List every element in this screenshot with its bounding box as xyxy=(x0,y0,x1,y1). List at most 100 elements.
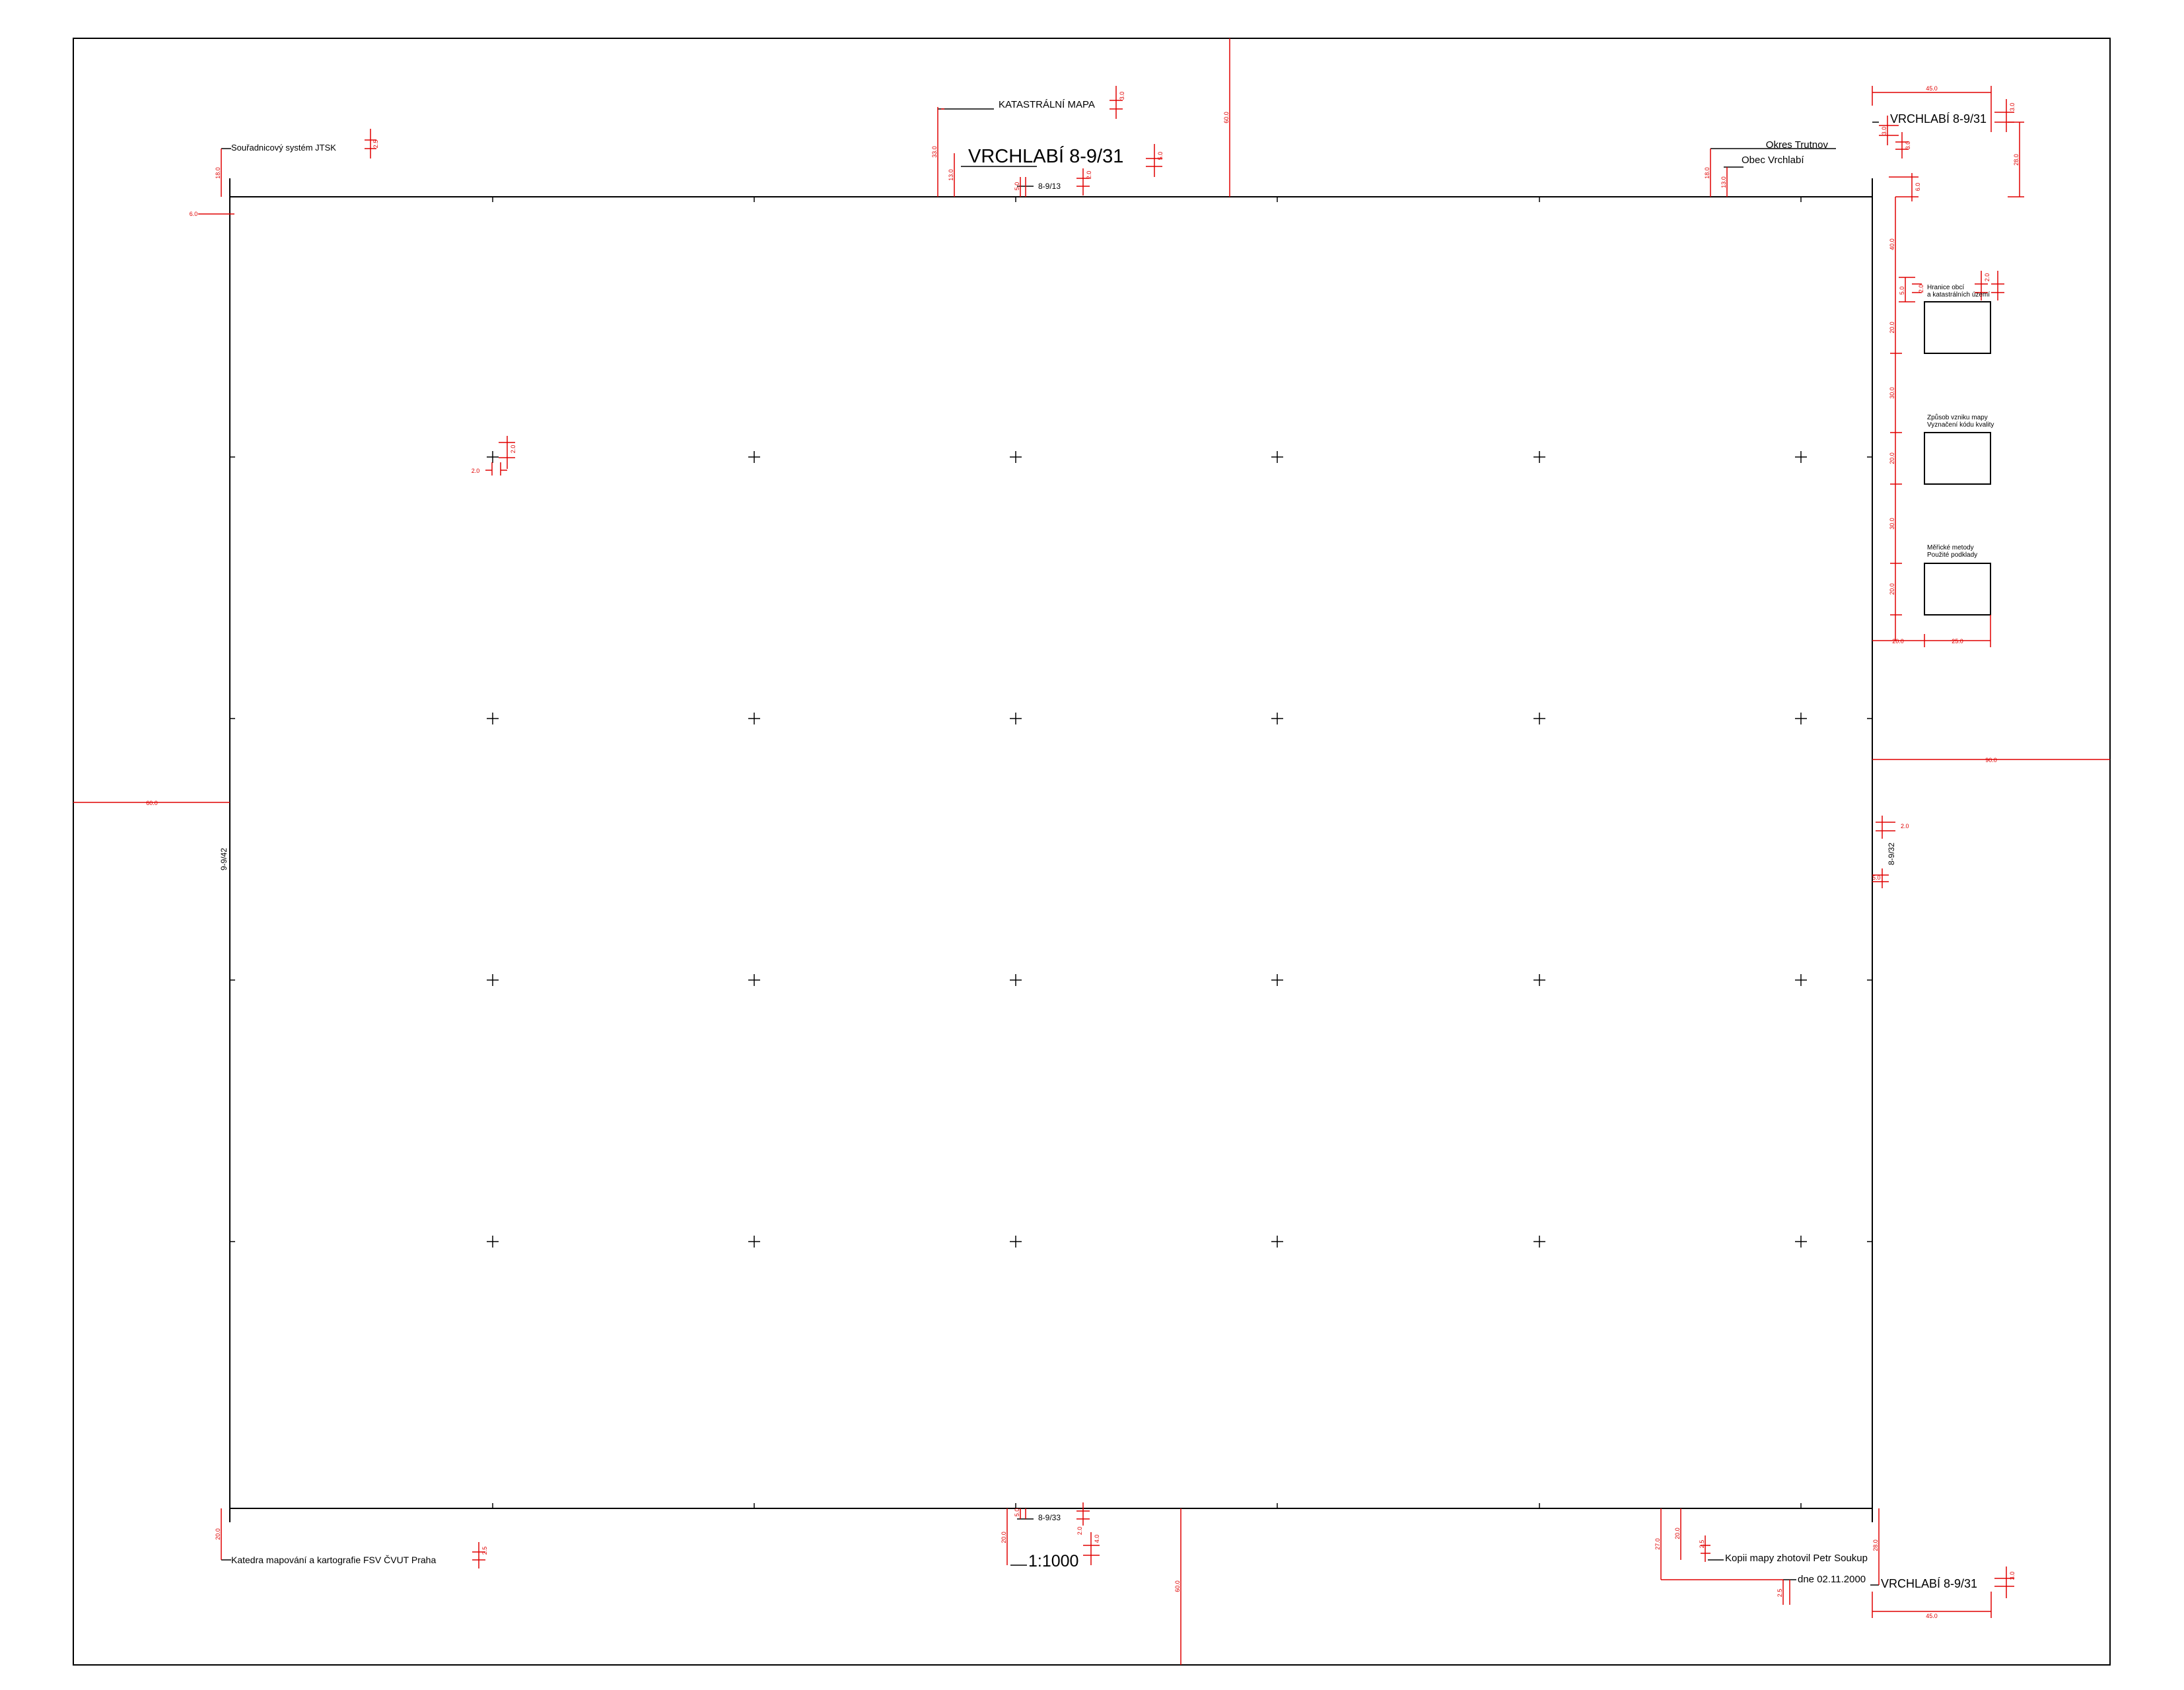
grid-cross xyxy=(748,713,760,724)
neighbor-left: 9-9/42 xyxy=(219,848,229,870)
dim-label: 60.0 xyxy=(146,800,158,806)
legend-box1-line2: a katastrálních území xyxy=(1927,291,1990,299)
district-label: Okres Trutnov xyxy=(1766,139,1829,151)
text-leaders xyxy=(221,108,1879,1586)
legend-box3-line1: Měřické metody xyxy=(1927,544,1974,551)
dim-label: 18.0 xyxy=(1704,167,1710,179)
grid-cross xyxy=(1795,713,1807,724)
neighbor-bottom: 8-9/33 xyxy=(1038,1513,1061,1522)
dim-label: 6.0 xyxy=(1915,183,1921,192)
grid-cross xyxy=(1271,1236,1283,1248)
dim-label: 28.0 xyxy=(1872,1539,1879,1551)
dimension-lines xyxy=(73,38,2110,1665)
department-label: Katedra mapování a kartografie FSV ČVUT … xyxy=(231,1555,436,1565)
dim-label: 6.0 xyxy=(190,211,198,217)
dim-label: 2.5 xyxy=(1777,1589,1783,1598)
grid-cross xyxy=(487,713,499,724)
legend-box2-line2: Vyznačení kódu kvality xyxy=(1927,421,1994,429)
dim-label: 28.0 xyxy=(2013,154,2020,166)
dim-label: 20.0 xyxy=(1892,638,1904,645)
dim-label: 2.0 xyxy=(510,445,516,454)
dim-label: 20.0 xyxy=(1889,452,1895,464)
frame-tick-marks xyxy=(230,197,1872,1508)
dim-label: 33.0 xyxy=(931,146,938,158)
dim-label: 2.0 xyxy=(1901,823,1909,829)
grid-cross xyxy=(487,451,499,463)
grid-crosses xyxy=(487,451,1807,1248)
corner-title-top: VRCHLABÍ 8-9/31 xyxy=(1890,112,1987,125)
legend-box-boundaries xyxy=(1924,301,1991,354)
legend-box-methods xyxy=(1924,563,1991,616)
dim-label: 3.0 xyxy=(1119,92,1125,100)
dim-label: 20.0 xyxy=(1001,1532,1007,1543)
dim-label: 5.0 xyxy=(1872,874,1881,881)
grid-cross xyxy=(1533,451,1545,463)
dim-label: 20.0 xyxy=(1889,322,1895,334)
dim-label: 60.0 xyxy=(1174,1580,1181,1592)
dim-label: 2.0 xyxy=(1086,171,1092,180)
dim-label: 2.0 xyxy=(1076,1527,1083,1535)
grid-cross xyxy=(1533,1236,1545,1248)
dim-label: 30.0 xyxy=(1889,518,1895,530)
corner-title-bottom: VRCHLABÍ 8-9/31 xyxy=(1881,1577,1977,1590)
grid-cross xyxy=(1010,451,1022,463)
dim-label: 90.0 xyxy=(1985,757,1997,763)
sheet-border xyxy=(73,38,2111,1666)
dim-label: 5.0 xyxy=(1014,1508,1020,1517)
dim-label: 20.0 xyxy=(1889,583,1895,595)
legend-box1-line1: Hranice obcí xyxy=(1927,284,1964,291)
dim-label: 60.0 xyxy=(1223,112,1230,123)
dim-label: 3.0 xyxy=(1905,141,1911,150)
grid-cross xyxy=(748,1236,760,1248)
grid-cross xyxy=(1533,974,1545,986)
dim-label: 3.0 xyxy=(2009,103,2016,112)
legend-box3-line2: Použité podklady xyxy=(1927,551,1977,559)
grid-cross xyxy=(1010,974,1022,986)
grid-cross xyxy=(1533,713,1545,724)
dim-label: 30.0 xyxy=(1889,387,1895,399)
dim-label: 45.0 xyxy=(1926,85,1938,92)
dim-label: 2.0 xyxy=(1984,273,1990,282)
map-frame xyxy=(229,178,1873,1522)
sheet-title: VRCHLABÍ 8-9/31 xyxy=(968,145,1123,167)
grid-cross xyxy=(1795,974,1807,986)
municipality-label: Obec Vrchlabí xyxy=(1742,155,1804,166)
dim-label: 25.0 xyxy=(1952,638,1963,645)
dim-label: 5.0 xyxy=(1157,152,1164,160)
dim-label: 3.0 xyxy=(2009,1572,2016,1580)
dim-label: 5.0 xyxy=(1899,287,1905,295)
dim-label: 27.0 xyxy=(1654,1538,1661,1550)
dim-label: 2.5 xyxy=(481,1547,488,1555)
legend-boxes xyxy=(1924,301,1991,616)
grid-cross xyxy=(1271,974,1283,986)
dim-label: 18.0 xyxy=(215,167,221,179)
grid-cross xyxy=(1271,713,1283,724)
map-type-label: KATASTRÁLNÍ MAPA xyxy=(999,99,1095,110)
dim-label: 5.0 xyxy=(1014,182,1020,191)
grid-cross xyxy=(1010,1236,1022,1248)
dim-label: 2.0 xyxy=(1918,285,1924,293)
scale-label: 1:1000 xyxy=(1028,1552,1078,1570)
dim-label: 20.0 xyxy=(215,1528,221,1540)
dim-label: 45.0 xyxy=(1926,1613,1938,1619)
grid-cross xyxy=(1010,713,1022,724)
legend-box2-line1: Způsob vzniku mapy xyxy=(1927,413,1988,421)
date-line: dne 02.11.2000 xyxy=(1798,1574,1866,1585)
grid-cross xyxy=(1795,1236,1807,1248)
coord-system-label: Souřadnicový systém JTSK xyxy=(231,143,336,153)
dim-label: 2.5 xyxy=(1699,1540,1705,1549)
legend-box-origin xyxy=(1924,432,1991,485)
dim-label: 4.0 xyxy=(1094,1535,1100,1543)
dim-label: 20.0 xyxy=(1674,1528,1681,1539)
grid-cross xyxy=(1271,451,1283,463)
dim-label: 13.0 xyxy=(948,169,954,181)
neighbor-right: 8-9/32 xyxy=(1887,843,1896,865)
grid-cross xyxy=(748,451,760,463)
dimension-labels: 2.5 18.0 6.0 33.0 13.0 3.0 5.0 5.0 2.0 6… xyxy=(146,85,2020,1619)
dim-label: 40.0 xyxy=(1889,238,1895,250)
grid-cross xyxy=(1795,451,1807,463)
neighbor-top: 8-9/13 xyxy=(1038,182,1061,191)
grid-cross xyxy=(748,974,760,986)
dim-label: 2.0 xyxy=(472,468,480,474)
